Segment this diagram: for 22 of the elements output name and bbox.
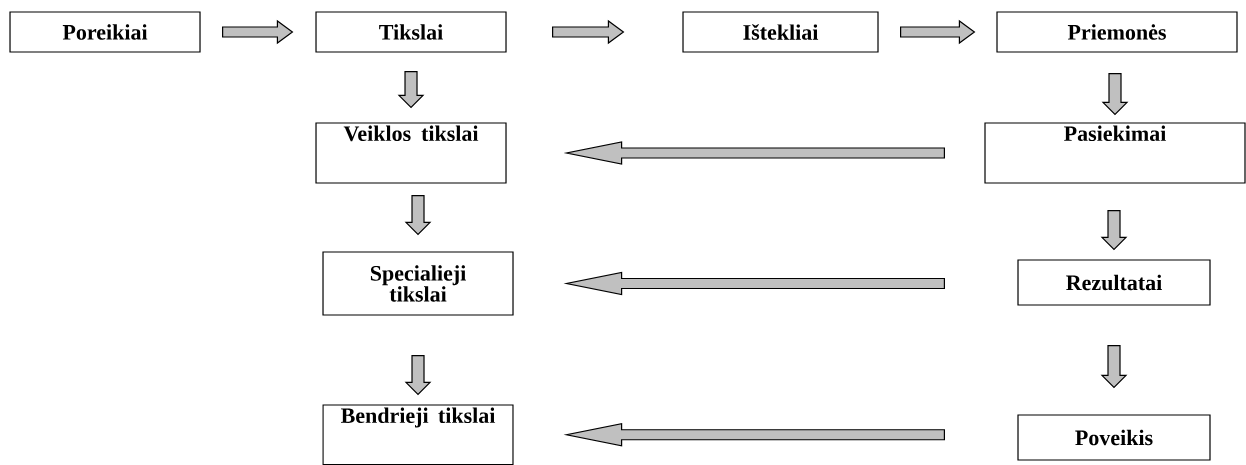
block-arrow <box>404 354 432 396</box>
block-arrow <box>563 271 945 296</box>
block-arrow <box>1100 345 1128 389</box>
process-box: Rezultatai <box>1017 259 1211 306</box>
block-arrow <box>563 423 945 447</box>
process-box: Poveikis <box>1017 414 1211 461</box>
block-arrow <box>1101 73 1129 116</box>
block-arrow <box>552 19 625 45</box>
process-box: Bendrieji tikslai <box>322 404 514 465</box>
process-box: Pasiekimai <box>984 122 1246 184</box>
process-box: Veiklos tikslai <box>315 122 507 184</box>
process-box: Specialieji tikslai <box>322 251 514 316</box>
block-arrow <box>900 19 976 45</box>
block-arrow <box>404 195 432 236</box>
block-arrow <box>1100 210 1128 251</box>
block-arrow <box>222 19 294 45</box>
process-box: Tikslai <box>315 11 507 53</box>
block-arrow <box>397 71 425 109</box>
process-box: Poreikiai <box>9 11 201 53</box>
process-box: Priemonės <box>996 11 1238 53</box>
block-arrow <box>563 141 945 165</box>
process-box: Ištekliai <box>682 11 879 53</box>
